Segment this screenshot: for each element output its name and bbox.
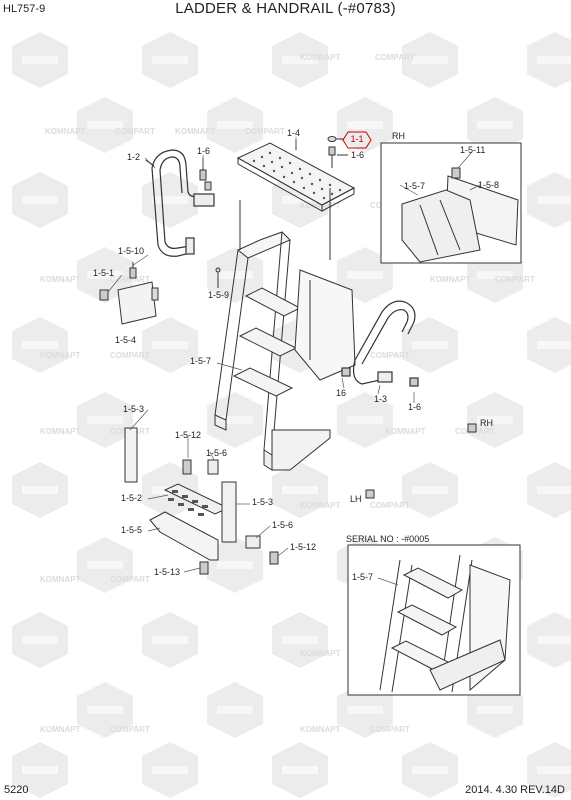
side-plate-left — [99, 262, 221, 325]
watermark-brand-a: KOMNAPT — [385, 427, 426, 436]
part-label[interactable]: 1-6 — [197, 146, 211, 156]
watermark-brand-a: KOMNAPT — [300, 201, 341, 210]
part-label[interactable]: 1-5-3 — [123, 404, 145, 414]
handrail-bolts — [199, 158, 212, 191]
revision-date: 2014. 4.30 REV.14D — [465, 784, 565, 796]
part-label[interactable]: 1-3 — [374, 394, 388, 404]
watermark-brand-b: COMPART — [115, 127, 155, 136]
step-plate — [236, 140, 356, 212]
part-label[interactable]: 1-5-4 — [115, 335, 137, 345]
watermark-brand-a: KOMNAPT — [40, 725, 81, 734]
watermark-brand-b: COMPART — [110, 725, 150, 734]
watermark-brand-b: COMPART — [370, 725, 410, 734]
part-label[interactable]: 1-5-13 — [154, 567, 181, 577]
watermark-brand-a: KOMNAPT — [40, 427, 81, 436]
part-label[interactable]: 1-2 — [127, 152, 141, 162]
watermark-brand-a: KOMNAPT — [175, 127, 216, 136]
right-handrail — [341, 300, 419, 387]
part-label[interactable]: 1-5-12 — [175, 430, 202, 440]
part-label[interactable]: 1-5-6 — [272, 520, 294, 530]
part-label[interactable]: 1-5-8 — [478, 180, 500, 190]
watermark-brand-a: KOMNAPT — [40, 575, 81, 584]
watermark-brand-a: KOMNAPT — [300, 649, 341, 658]
page-title: LADDER & HANDRAIL (-#0783) — [175, 0, 396, 17]
part-label[interactable]: 1-5-3 — [252, 497, 274, 507]
watermark-brand-b: COMPART — [375, 53, 415, 62]
watermark-brand-a: KOMNAPT — [300, 725, 341, 734]
part-label[interactable]: 1-5-1 — [93, 268, 115, 278]
callout-hexagon-icon — [342, 131, 372, 149]
part-label[interactable]: 1-6 — [408, 402, 422, 412]
watermark-brand-a: KOMNAPT — [300, 53, 341, 62]
part-label[interactable]: 1-5-7 — [352, 572, 374, 582]
watermark-brand-b: COMPART — [110, 351, 150, 360]
rh-inset — [380, 142, 522, 264]
watermark-brand-b: COMPART — [370, 501, 410, 510]
page-number: 5220 — [4, 784, 29, 796]
leader-lines — [107, 137, 481, 586]
part-label[interactable]: 1-5-5 — [121, 525, 143, 535]
watermark-brand-b: COMPART — [495, 275, 535, 284]
callout-part-number: 1-1 — [350, 134, 364, 144]
watermark-brand-b: COMPART — [110, 275, 150, 284]
part-label[interactable]: 1-5-2 — [121, 493, 143, 503]
serial-inset — [347, 544, 521, 696]
watermark-brand-a: KOMNAPT — [430, 275, 471, 284]
part-label[interactable]: 1-5-7 — [404, 181, 426, 191]
part-label[interactable]: LH — [350, 494, 362, 504]
watermark-brand-b: COMPART — [245, 127, 285, 136]
left-handrail — [145, 149, 215, 257]
serial-note: SERIAL NO : -#0005 — [346, 534, 430, 544]
part-label[interactable]: 1-5-12 — [290, 542, 317, 552]
part-label[interactable]: 1-5-10 — [118, 246, 145, 256]
part-label[interactable]: 1-5-7 — [190, 356, 212, 366]
part-label[interactable]: 16 — [336, 388, 347, 398]
part-label[interactable]: 1-5-9 — [208, 290, 230, 300]
ladder-frame — [214, 188, 356, 471]
watermark-brand-b: COMPART — [370, 351, 410, 360]
drawing-code: HL757-9 — [3, 3, 46, 15]
watermark-brand-b: COMPART — [110, 575, 150, 584]
top-bolt — [327, 136, 348, 168]
lower-step-assembly — [124, 427, 279, 575]
part-label[interactable]: 1-5-6 — [206, 448, 228, 458]
watermark-brand-a: KOMNAPT — [300, 501, 341, 510]
part-label[interactable]: 1-6 — [351, 150, 365, 160]
part-label[interactable]: 1-4 — [287, 128, 301, 138]
watermark-brand-a: KOMNAPT — [40, 351, 81, 360]
watermark-brand-a: KOMNAPT — [40, 275, 81, 284]
small-fittings — [365, 423, 477, 499]
highlighted-callout[interactable]: 1-1 — [342, 131, 372, 149]
watermark-brand-a: KOMNAPT — [45, 127, 86, 136]
part-label[interactable]: RH — [392, 131, 405, 141]
part-label[interactable]: RH — [480, 418, 493, 428]
part-label[interactable]: 1-5-11 — [460, 145, 486, 155]
